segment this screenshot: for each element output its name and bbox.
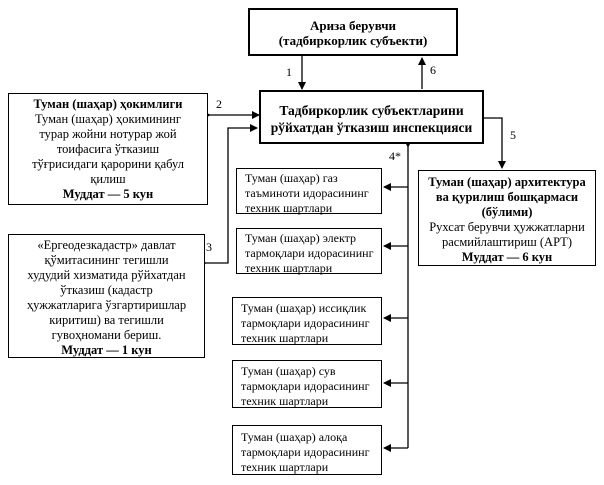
ergeo-text-3: худудий хизматида рўйхатдан [27,268,186,282]
inspection-title-1: Тадбиркорлик субъектларини [279,103,464,118]
step-label-2: 2 [216,97,222,111]
architecture-text-1: Рухсат берувчи ҳужжатларни [429,220,585,234]
gas-conditions-box: Туман (шаҳар) газ таъминоти идорасининг … [236,168,382,215]
architecture-title-3: (бўлими) [481,205,533,219]
arrow-step-3 [199,124,258,267]
step-label-6: 6 [430,63,436,77]
step-label-1: 1 [286,65,292,79]
khokimiyat-deadline: Муддат — 5 кун [62,187,154,201]
ergeo-text-2: қўмитасининг тегишли [44,253,169,267]
step-label-5: 5 [510,128,516,142]
ergeo-text-1: «Ергеодезкадастр» давлат [37,238,176,252]
heat-text-3: техник шартлари [241,331,329,345]
khokimiyat-text-5: қилиш [90,172,126,186]
applicant-box: Ариза берувчи (тадбиркорлик субъекти) [248,8,458,56]
telecom-text-2: тармоқлари идорасининг [241,445,370,459]
gas-text-3: техник шартлари [245,201,333,215]
gas-text-2: таъминоти идорасининг [245,186,369,200]
heat-text-1: Туман (шаҳар) иссиқлик [241,301,367,315]
water-text-1: Туман (шаҳар) сув [241,364,336,378]
water-text-2: тармоқлари идорасининг [241,379,370,393]
architecture-box: Туман (шаҳар) архитектура ва қурилиш бош… [418,170,596,266]
telecom-text-1: Туман (шаҳар) алоқа [241,430,348,444]
electric-text-3: техник шартлари [245,261,333,275]
inspection-title-2: рўйхатдан ўтказиш инспекцияси [270,120,473,135]
khokimiyat-text-4: тўғрисидаги қарорини қабул [32,157,184,171]
khokimiyat-text-3: тоифасига ўтказиш [56,142,160,156]
khokimiyat-title: Туман (шаҳар) ҳокимлиги [33,97,183,111]
architecture-title-2: ва қурилиш бошқармаси [435,190,579,204]
telecom-text-3: техник шартлари [241,460,329,474]
water-text-3: техник шартлари [241,394,329,408]
architecture-text-2: расмийлаштириш (АРТ) [442,235,572,249]
khokimiyat-text-2: турар жойни нотурар жой [39,127,177,141]
gas-text-1: Туман (шаҳар) газ [245,171,338,185]
architecture-deadline: Муддат — 6 кун [461,250,553,264]
electric-conditions-box: Туман (шаҳар) электр тармоқлари идорасин… [236,228,382,275]
ergeo-text-4: ўтказиш (кадастр [60,283,153,297]
khokimiyat-text-1: Туман (шаҳар) ҳокимининг [34,112,181,126]
arrow-step-5 [477,114,506,169]
inspection-box: Тадбиркорлик субъектларини рўйхатдан ўтк… [259,90,484,144]
step-label-3: 3 [206,240,212,254]
architecture-title-1: Туман (шаҳар) архитектура [428,175,586,189]
electric-text-2: тармоқлари идорасининг [245,246,374,260]
ergeo-text-7: гувоҳномани бериш. [51,328,162,342]
telecom-conditions-box: Туман (шаҳар) алоқа тармоқлари идорасини… [232,425,382,475]
heat-text-2: тармоқлари идорасининг [241,316,370,330]
khokimiyat-box: Туман (шаҳар) ҳокимлиги Туман (шаҳар) ҳо… [8,93,208,205]
applicant-title: Ариза берувчи [309,18,397,33]
electric-text-1: Туман (шаҳар) электр [245,231,357,245]
step-label-4: 4* [389,149,401,163]
ergeo-box: «Ергеодезкадастр» давлат қўмитасининг те… [8,234,205,358]
heat-conditions-box: Туман (шаҳар) иссиқлик тармоқлари идорас… [232,297,382,345]
water-conditions-box: Туман (шаҳар) сув тармоқлари идорасининг… [232,360,382,408]
applicant-subtitle: (тадбиркорлик субъекти) [278,33,428,48]
ergeo-deadline: Муддат — 1 кун [61,343,152,357]
ergeo-text-5: ҳужжатларига ўзгартиришлар [26,298,187,312]
ergeo-text-6: киритиш) ва тегишли [49,313,164,327]
